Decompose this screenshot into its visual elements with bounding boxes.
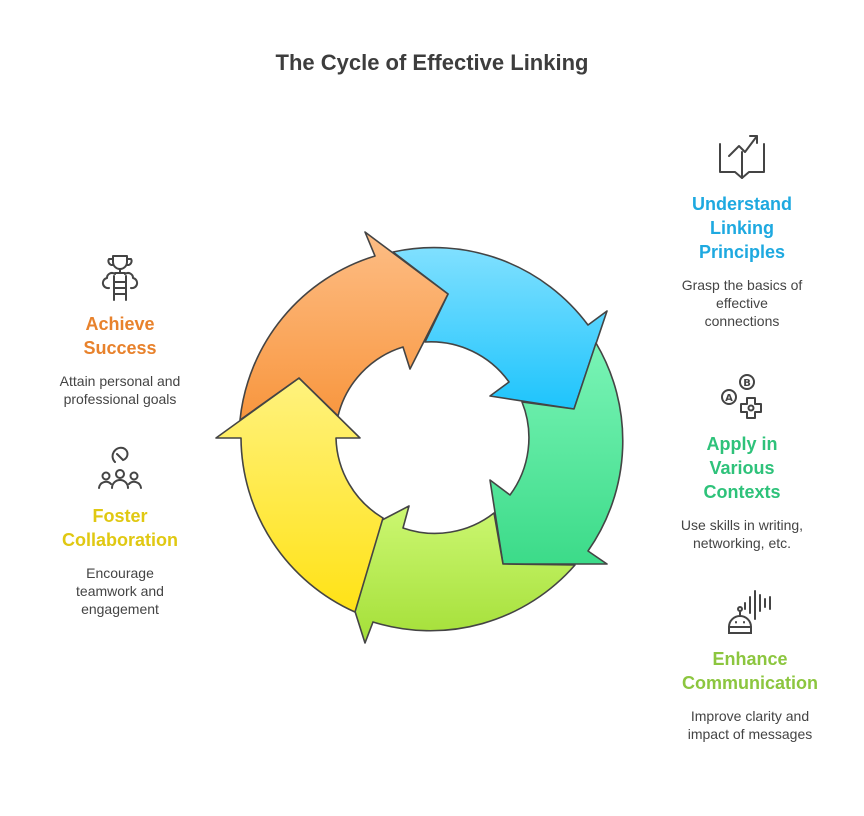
step-heading: Contexts bbox=[703, 482, 781, 502]
gamepad-ab-icon: A B bbox=[721, 374, 762, 419]
step-description: networking, etc. bbox=[692, 535, 792, 551]
step-description: teamwork and bbox=[76, 583, 164, 599]
step-achieve: Achieve Success Attain personal and prof… bbox=[40, 252, 200, 408]
step-heading: Enhance bbox=[712, 649, 788, 669]
robot-voice-icon bbox=[728, 590, 771, 634]
step-description: engagement bbox=[81, 601, 159, 617]
team-icon bbox=[98, 446, 142, 489]
diagram-title: The Cycle of Effective Linking bbox=[275, 50, 589, 75]
step-heading: Communication bbox=[681, 673, 818, 693]
step-description: Encourage bbox=[86, 565, 154, 581]
step-description: Improve clarity and bbox=[690, 708, 810, 724]
svg-text:A: A bbox=[725, 393, 733, 404]
step-description: effective bbox=[716, 295, 768, 311]
arrow-achieve bbox=[239, 231, 449, 421]
step-heading: Collaboration bbox=[62, 530, 178, 550]
step-enhance: Enhance Communication Improve clarity an… bbox=[660, 587, 840, 743]
step-heading: Understand bbox=[691, 194, 792, 214]
step-understand: Understand Linking Principles Grasp the … bbox=[662, 132, 822, 330]
step-heading: Success bbox=[83, 338, 157, 358]
book-trend-icon bbox=[719, 135, 765, 179]
step-description: Grasp the basics of bbox=[681, 277, 803, 293]
step-heading: Linking bbox=[710, 218, 774, 238]
step-heading: Principles bbox=[698, 242, 786, 262]
step-description: professional goals bbox=[63, 391, 177, 407]
step-heading: Apply in bbox=[706, 434, 778, 454]
step-heading: Various bbox=[709, 458, 775, 478]
step-foster: Foster Collaboration Encourage teamwork … bbox=[40, 444, 200, 618]
arrow-foster bbox=[215, 377, 384, 613]
trophy-ladder-icon bbox=[101, 255, 139, 301]
step-description: Use skills in writing, bbox=[680, 517, 804, 533]
arrow-understand bbox=[392, 246, 608, 410]
step-heading: Foster bbox=[92, 506, 148, 526]
step-heading: Achieve bbox=[85, 314, 155, 334]
svg-text:B: B bbox=[743, 378, 751, 389]
arrow-apply bbox=[489, 342, 624, 565]
step-description: impact of messages bbox=[687, 726, 813, 742]
step-description: Attain personal and bbox=[59, 373, 181, 389]
arrow-enhance bbox=[333, 505, 576, 644]
step-description: connections bbox=[704, 313, 780, 329]
step-apply: A B Apply in Various Contexts Use skills… bbox=[662, 372, 822, 552]
